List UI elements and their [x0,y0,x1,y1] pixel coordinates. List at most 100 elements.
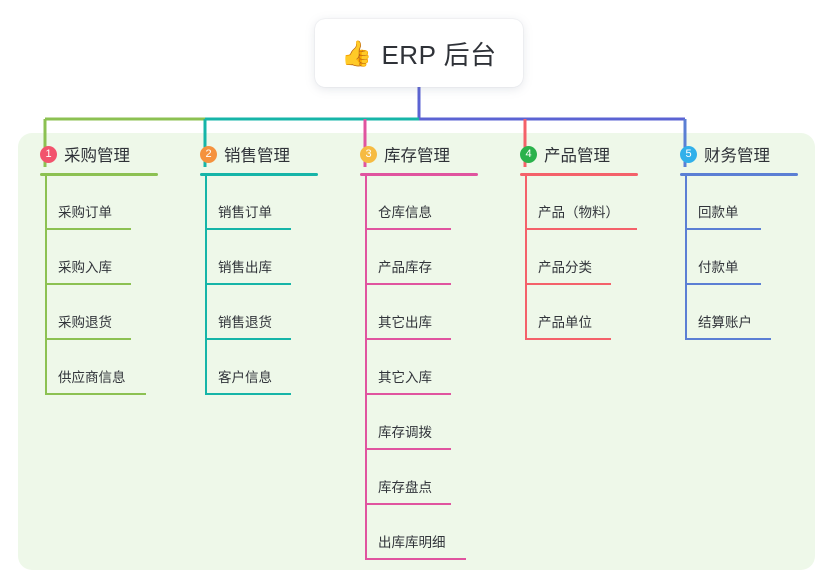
branch-number-badge: 3 [360,145,377,163]
branch-item-rule [365,503,451,505]
branch-item[interactable]: 其它入库 [338,340,496,395]
branch-title: 销售管理 [224,147,290,165]
branch-item-list: 销售订单销售出库销售退货客户信息 [178,175,336,395]
branch-header-2[interactable]: 2 销售管理 [178,133,336,175]
branch-number-badge: 2 [200,145,217,163]
branch-item[interactable]: 销售出库 [178,230,336,285]
branch-item-label: 其它入库 [378,370,432,385]
branch-number-badge: 4 [520,145,537,163]
branch-spine [685,175,687,340]
branch-item-rule [365,228,451,230]
branch-item-rule [525,228,637,230]
branch-item-rule [685,338,771,340]
branch-spine [525,175,527,340]
branch-item-label: 回款单 [698,205,739,220]
branch-number-badge: 5 [680,145,697,163]
branch-item[interactable]: 付款单 [658,230,816,285]
branch-header-rule [40,173,158,176]
branch-item-rule [45,283,131,285]
thumbs-up-icon: 👍 [341,38,373,68]
branch-item[interactable]: 产品（物料） [498,175,656,230]
root-node-title: ERP 后台 [381,39,497,70]
branch-item-label: 产品（物料） [538,205,619,220]
branch-item-rule [205,338,291,340]
branch-item[interactable]: 销售退货 [178,285,336,340]
branch-item-rule [205,283,291,285]
branch-title: 产品管理 [544,147,610,165]
branch-item-label: 产品分类 [538,260,592,275]
branch-item-label: 客户信息 [218,370,272,385]
branch-item-list: 采购订单采购入库采购退货供应商信息 [18,175,176,395]
branch-item-label: 产品库存 [378,260,432,275]
branch-item-label: 付款单 [698,260,739,275]
branch-item-label: 销售订单 [218,205,272,220]
branch-item-label: 仓库信息 [378,205,432,220]
branch-header-rule [680,173,798,176]
branch-item-rule [365,393,451,395]
branch-title: 采购管理 [64,147,130,165]
branch-number-badge: 1 [40,145,57,163]
branch-header-4[interactable]: 4 产品管理 [498,133,656,175]
branch-item-label: 供应商信息 [58,370,126,385]
branch-item-rule [365,283,451,285]
branch-item[interactable]: 产品单位 [498,285,656,340]
branch-spine [365,175,367,560]
branch-header-rule [360,173,478,176]
branch-item[interactable]: 采购退货 [18,285,176,340]
branch-item-rule [525,338,611,340]
branch-title: 库存管理 [384,147,450,165]
branch-item-rule [685,283,761,285]
branch-item-rule [365,448,451,450]
branch-item-list: 产品（物料） 产品分类产品单位 [498,175,656,340]
branch-item-rule [525,283,611,285]
root-node-card[interactable]: 👍 ERP 后台 [315,19,523,87]
branch-item[interactable]: 产品分类 [498,230,656,285]
branch-item[interactable]: 供应商信息 [18,340,176,395]
branch-item-label: 销售出库 [218,260,272,275]
branch-item-rule [205,228,291,230]
branch-item[interactable]: 回款单 [658,175,816,230]
branch-item-rule [365,558,466,560]
branch-item[interactable]: 其它出库 [338,285,496,340]
branch-item-label: 库存盘点 [378,480,432,495]
branch-column-2: 2 销售管理销售订单销售出库销售退货客户信息 [178,133,336,395]
branch-item-rule [365,338,451,340]
branch-item[interactable]: 结算账户 [658,285,816,340]
branch-item-rule [685,228,761,230]
branch-item-label: 产品单位 [538,315,592,330]
branch-item-label: 采购退货 [58,315,112,330]
branch-item-rule [45,228,131,230]
root-node-content: 👍 ERP 后台 [341,35,496,72]
branch-item[interactable]: 采购订单 [18,175,176,230]
branch-item-label: 出库库明细 [378,535,446,550]
branch-column-3: 3 库存管理仓库信息产品库存其它出库其它入库库存调拨库存盘点出库库明细 [338,133,496,560]
branch-item[interactable]: 销售订单 [178,175,336,230]
branch-item[interactable]: 出库库明细 [338,505,496,560]
branch-item-rule [45,338,131,340]
branch-item[interactable]: 库存盘点 [338,450,496,505]
branch-item[interactable]: 客户信息 [178,340,336,395]
branch-header-3[interactable]: 3 库存管理 [338,133,496,175]
branch-item-list: 回款单付款单结算账户 [658,175,816,340]
branch-column-4: 4 产品管理产品（物料） 产品分类产品单位 [498,133,656,340]
branch-header-1[interactable]: 1 采购管理 [18,133,176,175]
branch-item-label: 采购订单 [58,205,112,220]
branch-item-rule [45,393,146,395]
branch-spine [45,175,47,395]
branch-header-rule [520,173,638,176]
branch-item-rule [205,393,291,395]
branch-columns: 1 采购管理采购订单采购入库采购退货供应商信息 2 销售管理销售订单销售出库销售退货客… [18,133,815,570]
branch-item[interactable]: 采购入库 [18,230,176,285]
branch-spine [205,175,207,395]
branch-item-label: 库存调拨 [378,425,432,440]
branch-header-rule [200,173,318,176]
branch-item-label: 其它出库 [378,315,432,330]
branch-item[interactable]: 仓库信息 [338,175,496,230]
branch-item-label: 销售退货 [218,315,272,330]
branch-item-list: 仓库信息产品库存其它出库其它入库库存调拨库存盘点出库库明细 [338,175,496,560]
branch-item[interactable]: 库存调拨 [338,395,496,450]
branch-item[interactable]: 产品库存 [338,230,496,285]
